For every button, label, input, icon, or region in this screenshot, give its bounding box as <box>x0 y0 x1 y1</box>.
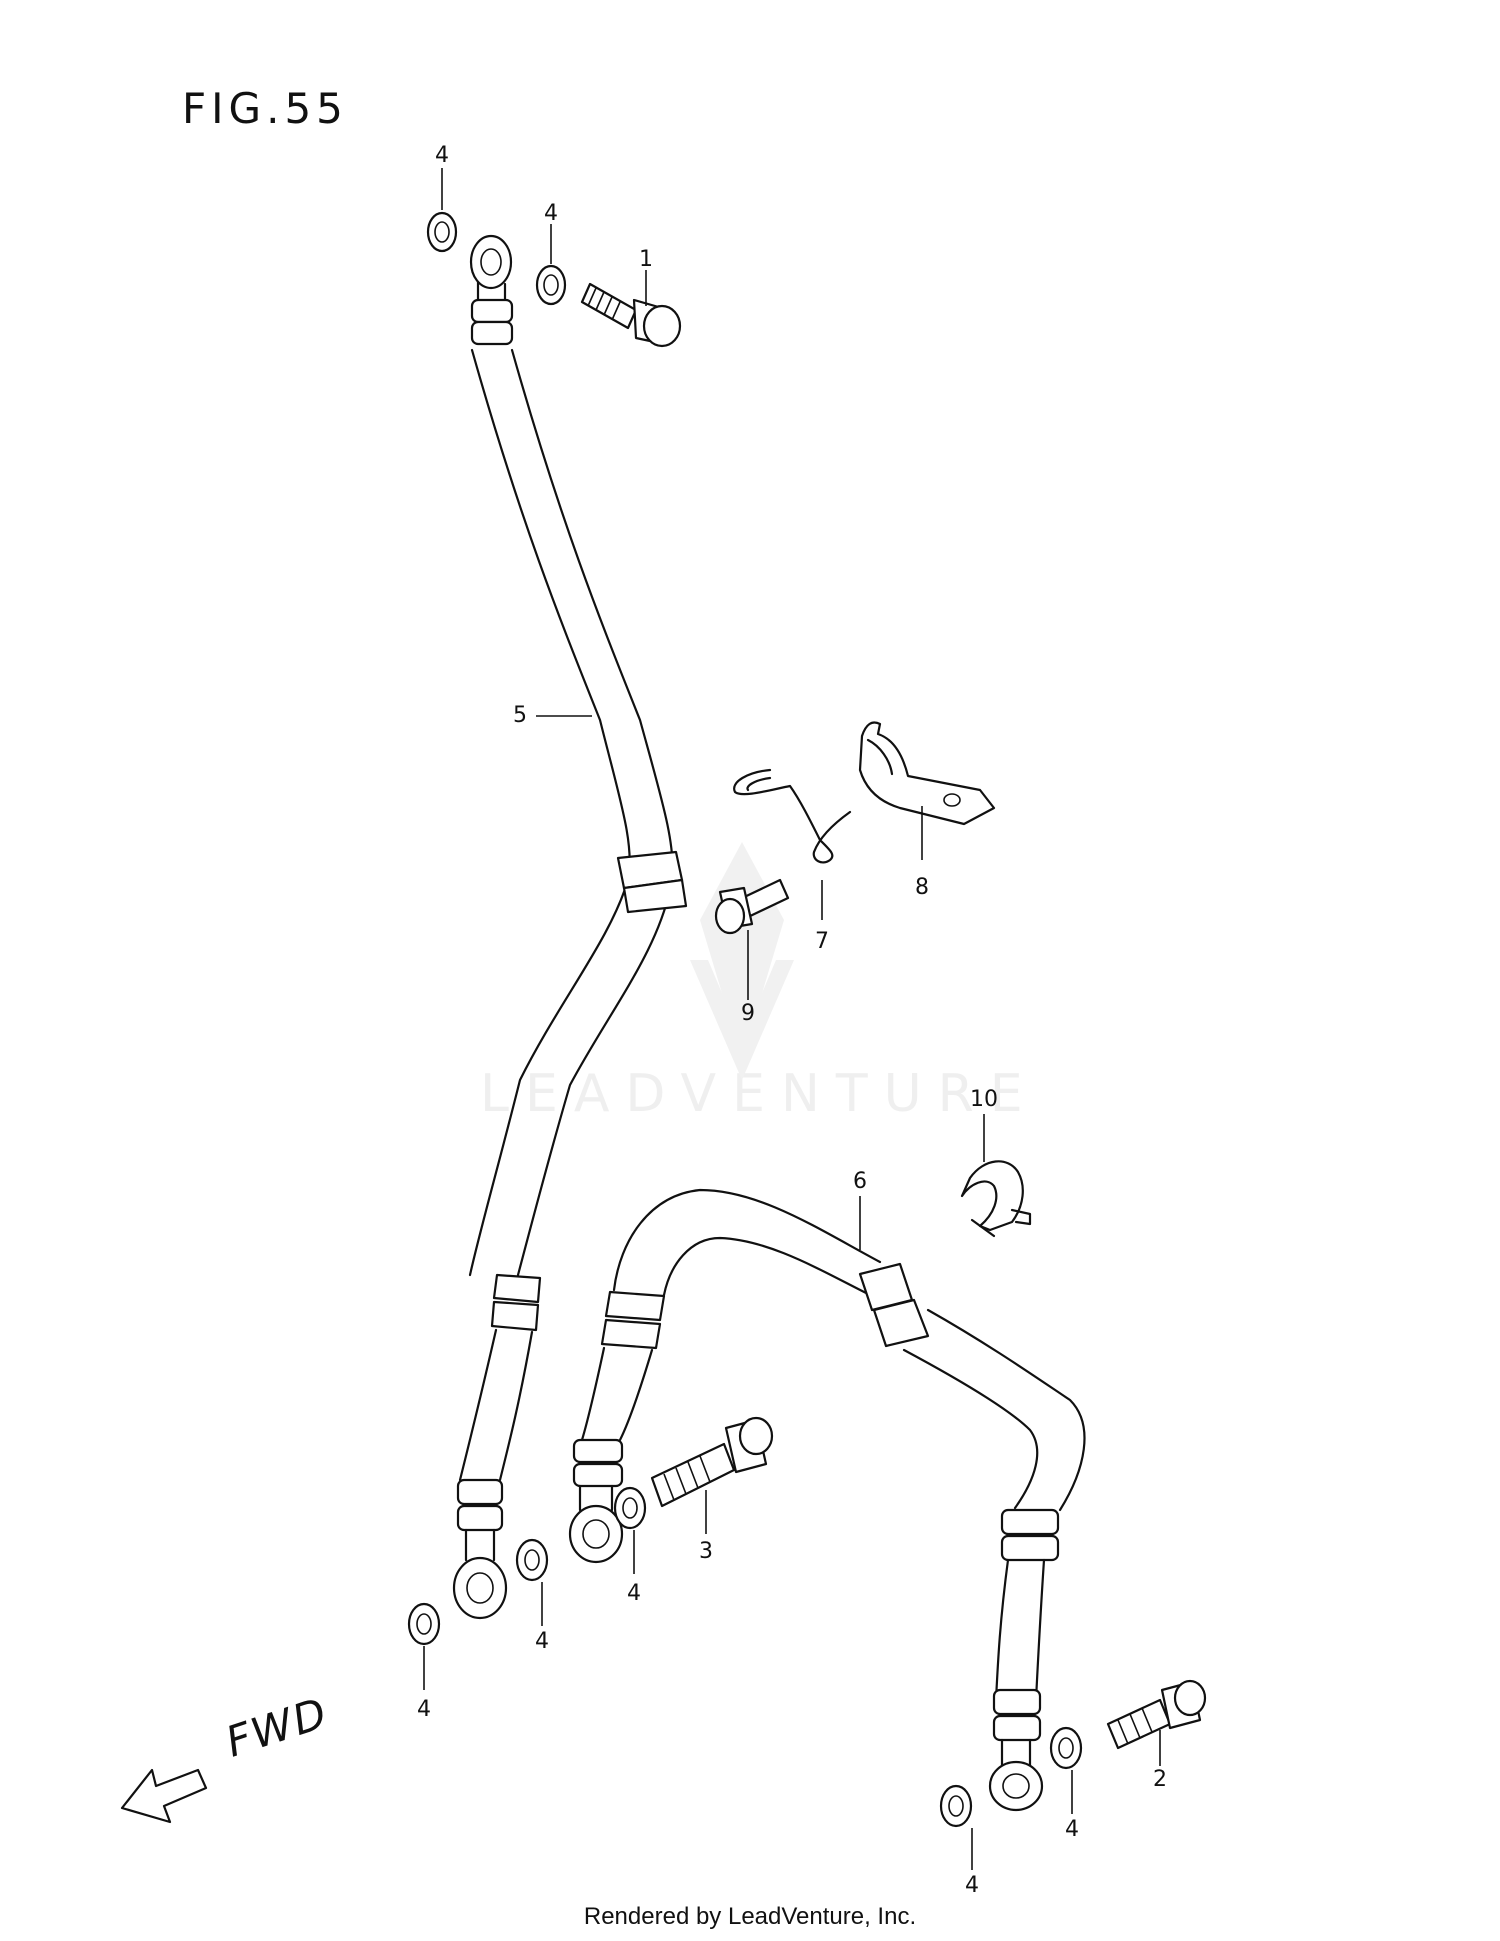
callout-label: 3 <box>699 1539 713 1564</box>
watermark-text: LEADVENTURE <box>480 1064 1039 1124</box>
callout-label: 4 <box>627 1581 641 1606</box>
render-credit: Rendered by LeadVenture, Inc. <box>583 1903 917 1930</box>
watermark-logo <box>690 842 794 1080</box>
washers <box>407 211 1083 1828</box>
callout-label: 6 <box>853 1169 867 1194</box>
brake-hose-lower <box>568 1188 1086 1812</box>
callout-label: 4 <box>417 1697 431 1722</box>
callout-label: 1 <box>639 247 653 272</box>
callout-label: 4 <box>544 201 558 226</box>
union-bolt-1 <box>580 282 682 348</box>
callout-leaders <box>423 168 1161 1870</box>
callout-label: 7 <box>815 929 829 954</box>
callout-label: 4 <box>1065 1817 1079 1842</box>
callout-label: 4 <box>965 1873 979 1898</box>
forward-arrow <box>120 1768 208 1824</box>
union-bolt-2 <box>1106 1679 1207 1750</box>
callout-label: 4 <box>535 1629 549 1654</box>
figure-title: FIG.55 <box>182 84 348 133</box>
callout-label: 2 <box>1153 1767 1167 1792</box>
hose-bracket-8 <box>858 721 996 826</box>
callout-label: 8 <box>915 875 929 900</box>
callout-label: 4 <box>435 143 449 168</box>
callout-label: 9 <box>741 1001 755 1026</box>
union-bolt-3 <box>650 1416 774 1508</box>
brake-hose-upper <box>452 234 688 1620</box>
callout-label: 10 <box>970 1087 998 1112</box>
hose-clamp-10 <box>960 1160 1032 1238</box>
callout-label: 5 <box>513 703 527 728</box>
wire-clip-7 <box>733 768 852 864</box>
bolt-9 <box>714 878 790 935</box>
